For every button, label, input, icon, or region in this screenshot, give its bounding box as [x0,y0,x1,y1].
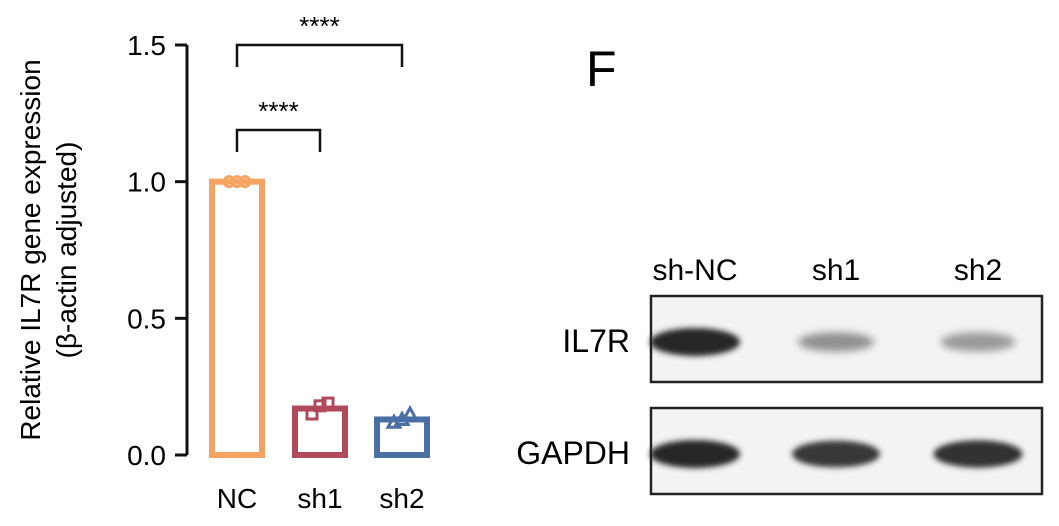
x-tick-label: sh2 [379,483,424,514]
y-tick-label: 0.0 [127,440,166,471]
y-tick-label: 0.5 [127,303,166,334]
lane-label: sh1 [812,254,860,287]
y-tick-label: 1.0 [127,167,166,198]
blot-band [650,328,740,356]
data-point-NC [230,175,244,189]
data-point-NC [238,175,252,189]
x-tick-label: NC [217,483,257,514]
blot-row-label: GAPDH [516,435,630,471]
significance-bracket [235,43,404,67]
y-axis-label-line2: (β-actin adjusted) [51,142,82,359]
bar-sh2 [374,416,430,459]
data-point-sh2 [401,404,419,421]
blot-rows: IL7R GAPDH [516,294,1044,496]
blot-band [650,440,740,468]
data-points [222,175,419,429]
bar-sh1 [292,405,348,458]
significance-bracket [235,128,322,152]
panel-label: F [586,41,617,97]
x-tick-labels: NC sh1 sh2 [217,483,425,514]
blot-row-label: IL7R [562,323,630,359]
data-point-sh1 [305,407,319,421]
significance-label: **** [299,11,339,41]
significance-brackets: **** **** [235,11,404,152]
lane-labels: sh-NC sh1 sh2 [652,254,1002,287]
data-point-sh1 [321,396,335,410]
blot-band [933,440,1023,468]
significance-label: **** [258,96,298,126]
y-ticks: 0.0 0.5 1.0 1.5 [127,30,187,471]
lane-label: sh-NC [652,254,737,287]
y-tick-label: 1.5 [127,30,166,61]
y-axis-label-line1: Relative IL7R gene expression [15,59,46,440]
blot-band [940,332,1016,352]
bars [209,178,430,459]
bar-chart: Relative IL7R gene expression (β-actin a… [15,11,430,514]
data-point-NC [222,175,236,189]
lane-label: sh2 [954,254,1002,287]
x-tick-label: sh1 [297,483,342,514]
bar-NC [209,178,265,459]
data-point-sh1 [313,399,327,413]
western-blot-panel: F sh-NC sh1 sh2 IL7R GAPDH [516,41,1044,496]
blot-band [798,332,874,352]
blot-band [792,440,880,468]
